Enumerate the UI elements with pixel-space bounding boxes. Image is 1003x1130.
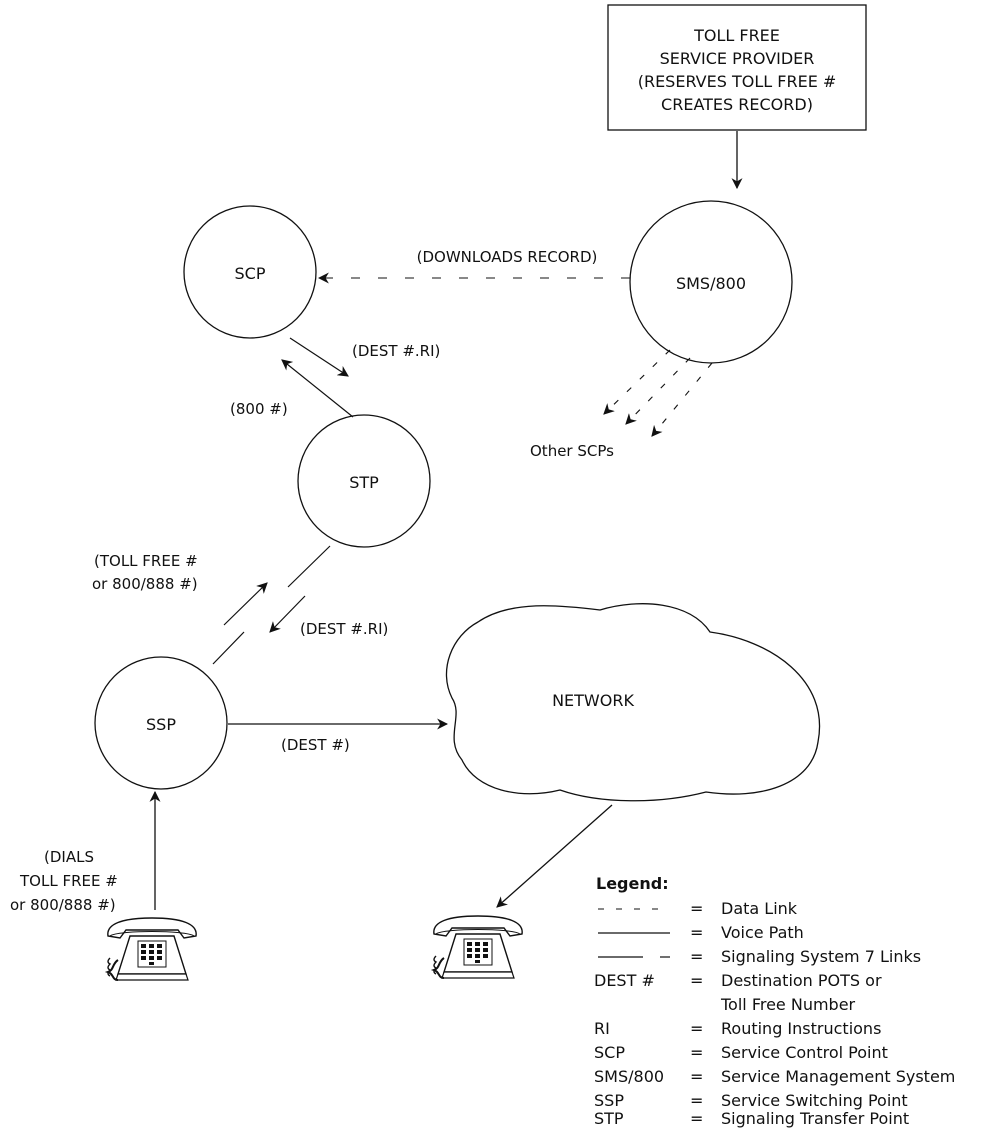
legend: Legend: = Data Link = Voice Path = Signa… bbox=[594, 874, 955, 1128]
stp-node: STP bbox=[298, 415, 430, 547]
network-label: NETWORK bbox=[552, 691, 634, 710]
dest-label: (DEST #) bbox=[281, 736, 350, 754]
service-provider-box: TOLL FREE SERVICE PROVIDER (RESERVES TOL… bbox=[608, 5, 866, 130]
legend-separator: = bbox=[690, 971, 703, 990]
stp-label: STP bbox=[349, 473, 379, 492]
dials-label-line-3: or 800/888 #) bbox=[10, 896, 116, 914]
ssp-label: SSP bbox=[146, 715, 176, 734]
legend-value: Destination POTS or bbox=[721, 971, 882, 990]
legend-value: Service Control Point bbox=[721, 1043, 888, 1062]
n800-label: (800 #) bbox=[230, 400, 288, 418]
legend-separator: = bbox=[690, 1109, 703, 1128]
stp-dest-ri-label: (DEST #.RI) bbox=[300, 620, 388, 638]
telephone-icon bbox=[108, 918, 196, 980]
legend-value: Signaling System 7 Links bbox=[721, 947, 921, 966]
sms-800-node: SMS/800 bbox=[630, 201, 792, 363]
other-scps-label: Other SCPs bbox=[530, 442, 614, 460]
legend-key: SSP bbox=[594, 1091, 624, 1110]
legend-value: Routing Instructions bbox=[721, 1019, 881, 1038]
provider-line-4: CREATES RECORD) bbox=[661, 95, 813, 114]
ssp-to-stp-link-tail bbox=[213, 632, 244, 664]
downloads-record-label: (DOWNLOADS RECORD) bbox=[417, 248, 598, 266]
other-scps-data-links bbox=[604, 350, 712, 436]
scp-to-stp-link bbox=[290, 338, 348, 376]
legend-value: Toll Free Number bbox=[720, 995, 856, 1014]
stp-to-ssp-link bbox=[288, 546, 330, 587]
legend-title: Legend: bbox=[596, 874, 669, 893]
legend-separator: = bbox=[690, 1067, 703, 1086]
scp-node: SCP bbox=[184, 206, 316, 338]
legend-separator: = bbox=[690, 947, 703, 966]
legend-separator: = bbox=[690, 1043, 703, 1062]
provider-line-3: (RESERVES TOLL FREE # bbox=[638, 72, 837, 91]
toll-free-label-line-2: or 800/888 #) bbox=[92, 575, 198, 593]
legend-value: Service Management System bbox=[721, 1067, 955, 1086]
legend-value: Service Switching Point bbox=[721, 1091, 908, 1110]
scp-label: SCP bbox=[235, 264, 266, 283]
legend-separator: = bbox=[690, 1019, 703, 1038]
dials-label-line-1: (DIALS bbox=[44, 848, 94, 866]
ssp-to-stp-link bbox=[224, 583, 267, 625]
legend-key: SMS/800 bbox=[594, 1067, 664, 1086]
stp-to-scp-link bbox=[282, 360, 353, 417]
scp-dest-ri-label: (DEST #.RI) bbox=[352, 342, 440, 360]
legend-separator: = bbox=[690, 899, 703, 918]
provider-line-1: TOLL FREE bbox=[693, 26, 780, 45]
legend-separator: = bbox=[690, 1091, 703, 1110]
provider-line-2: SERVICE PROVIDER bbox=[660, 49, 815, 68]
sms-800-label: SMS/800 bbox=[676, 274, 746, 293]
toll-free-label-line-1: (TOLL FREE # bbox=[94, 552, 198, 570]
dials-label-line-2: TOLL FREE # bbox=[19, 872, 118, 890]
legend-key: STP bbox=[594, 1109, 624, 1128]
legend-value: Voice Path bbox=[721, 923, 804, 942]
network-to-phone-voice-path bbox=[497, 805, 612, 907]
legend-value: Signaling Transfer Point bbox=[721, 1109, 909, 1128]
telephone-icon bbox=[434, 916, 522, 978]
ssp-node: SSP bbox=[95, 657, 227, 789]
legend-separator: = bbox=[690, 923, 703, 942]
network-cloud: NETWORK bbox=[446, 604, 819, 801]
legend-key: SCP bbox=[594, 1043, 625, 1062]
legend-key: RI bbox=[594, 1019, 610, 1038]
legend-key: DEST # bbox=[594, 971, 655, 990]
legend-value: Data Link bbox=[721, 899, 798, 918]
